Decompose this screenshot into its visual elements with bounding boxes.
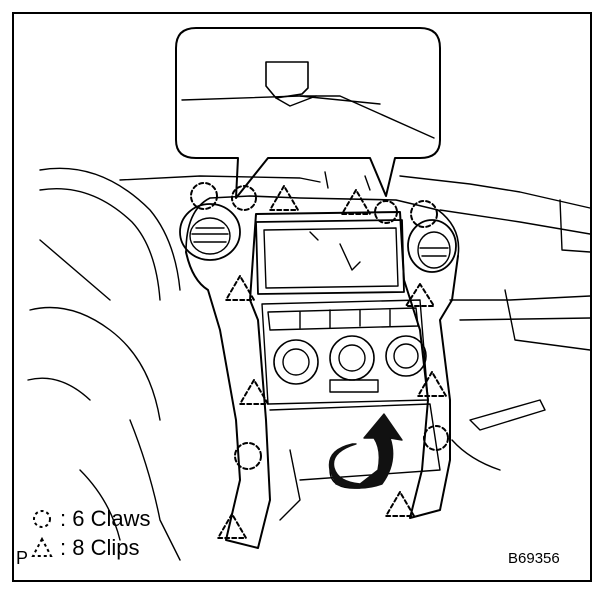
center-cluster-panel [185, 195, 460, 549]
figure-code: B69356 [508, 550, 560, 567]
claw-marker [423, 425, 449, 451]
claw-marker [231, 185, 257, 211]
clip-marker [417, 371, 447, 397]
display-opening [255, 219, 405, 295]
dashed-circle-icon [30, 508, 56, 530]
page-letter: P [16, 548, 29, 568]
clip-marker [269, 185, 299, 211]
climate-control-panel [261, 299, 429, 405]
clip-marker [385, 491, 415, 517]
legend-claws: : 6 Claws [30, 508, 150, 530]
illustration-frame [12, 12, 592, 582]
left-air-vent [179, 203, 241, 261]
dashboard-outline [119, 171, 591, 471]
removal-direction-arrow [328, 413, 403, 489]
clip-markers [217, 185, 447, 539]
clip-marker [239, 379, 269, 405]
clip-marker [341, 189, 371, 215]
detail-callout [175, 27, 441, 199]
claw-marker [190, 182, 218, 210]
clip-marker [217, 513, 247, 539]
legend-clips: : 8 Clips [30, 537, 139, 559]
right-air-vent [407, 219, 457, 273]
steering-wheel [27, 167, 181, 561]
claw-markers [190, 182, 449, 470]
claw-marker [374, 200, 398, 224]
clip-marker [405, 283, 435, 307]
legend-claws-label: : 6 Claws [60, 506, 151, 531]
clip-marker [225, 275, 255, 301]
claw-marker [410, 200, 438, 228]
legend-clips-label: : 8 Clips [60, 535, 140, 560]
dashed-triangle-icon [30, 536, 56, 559]
claw-marker [234, 442, 262, 470]
